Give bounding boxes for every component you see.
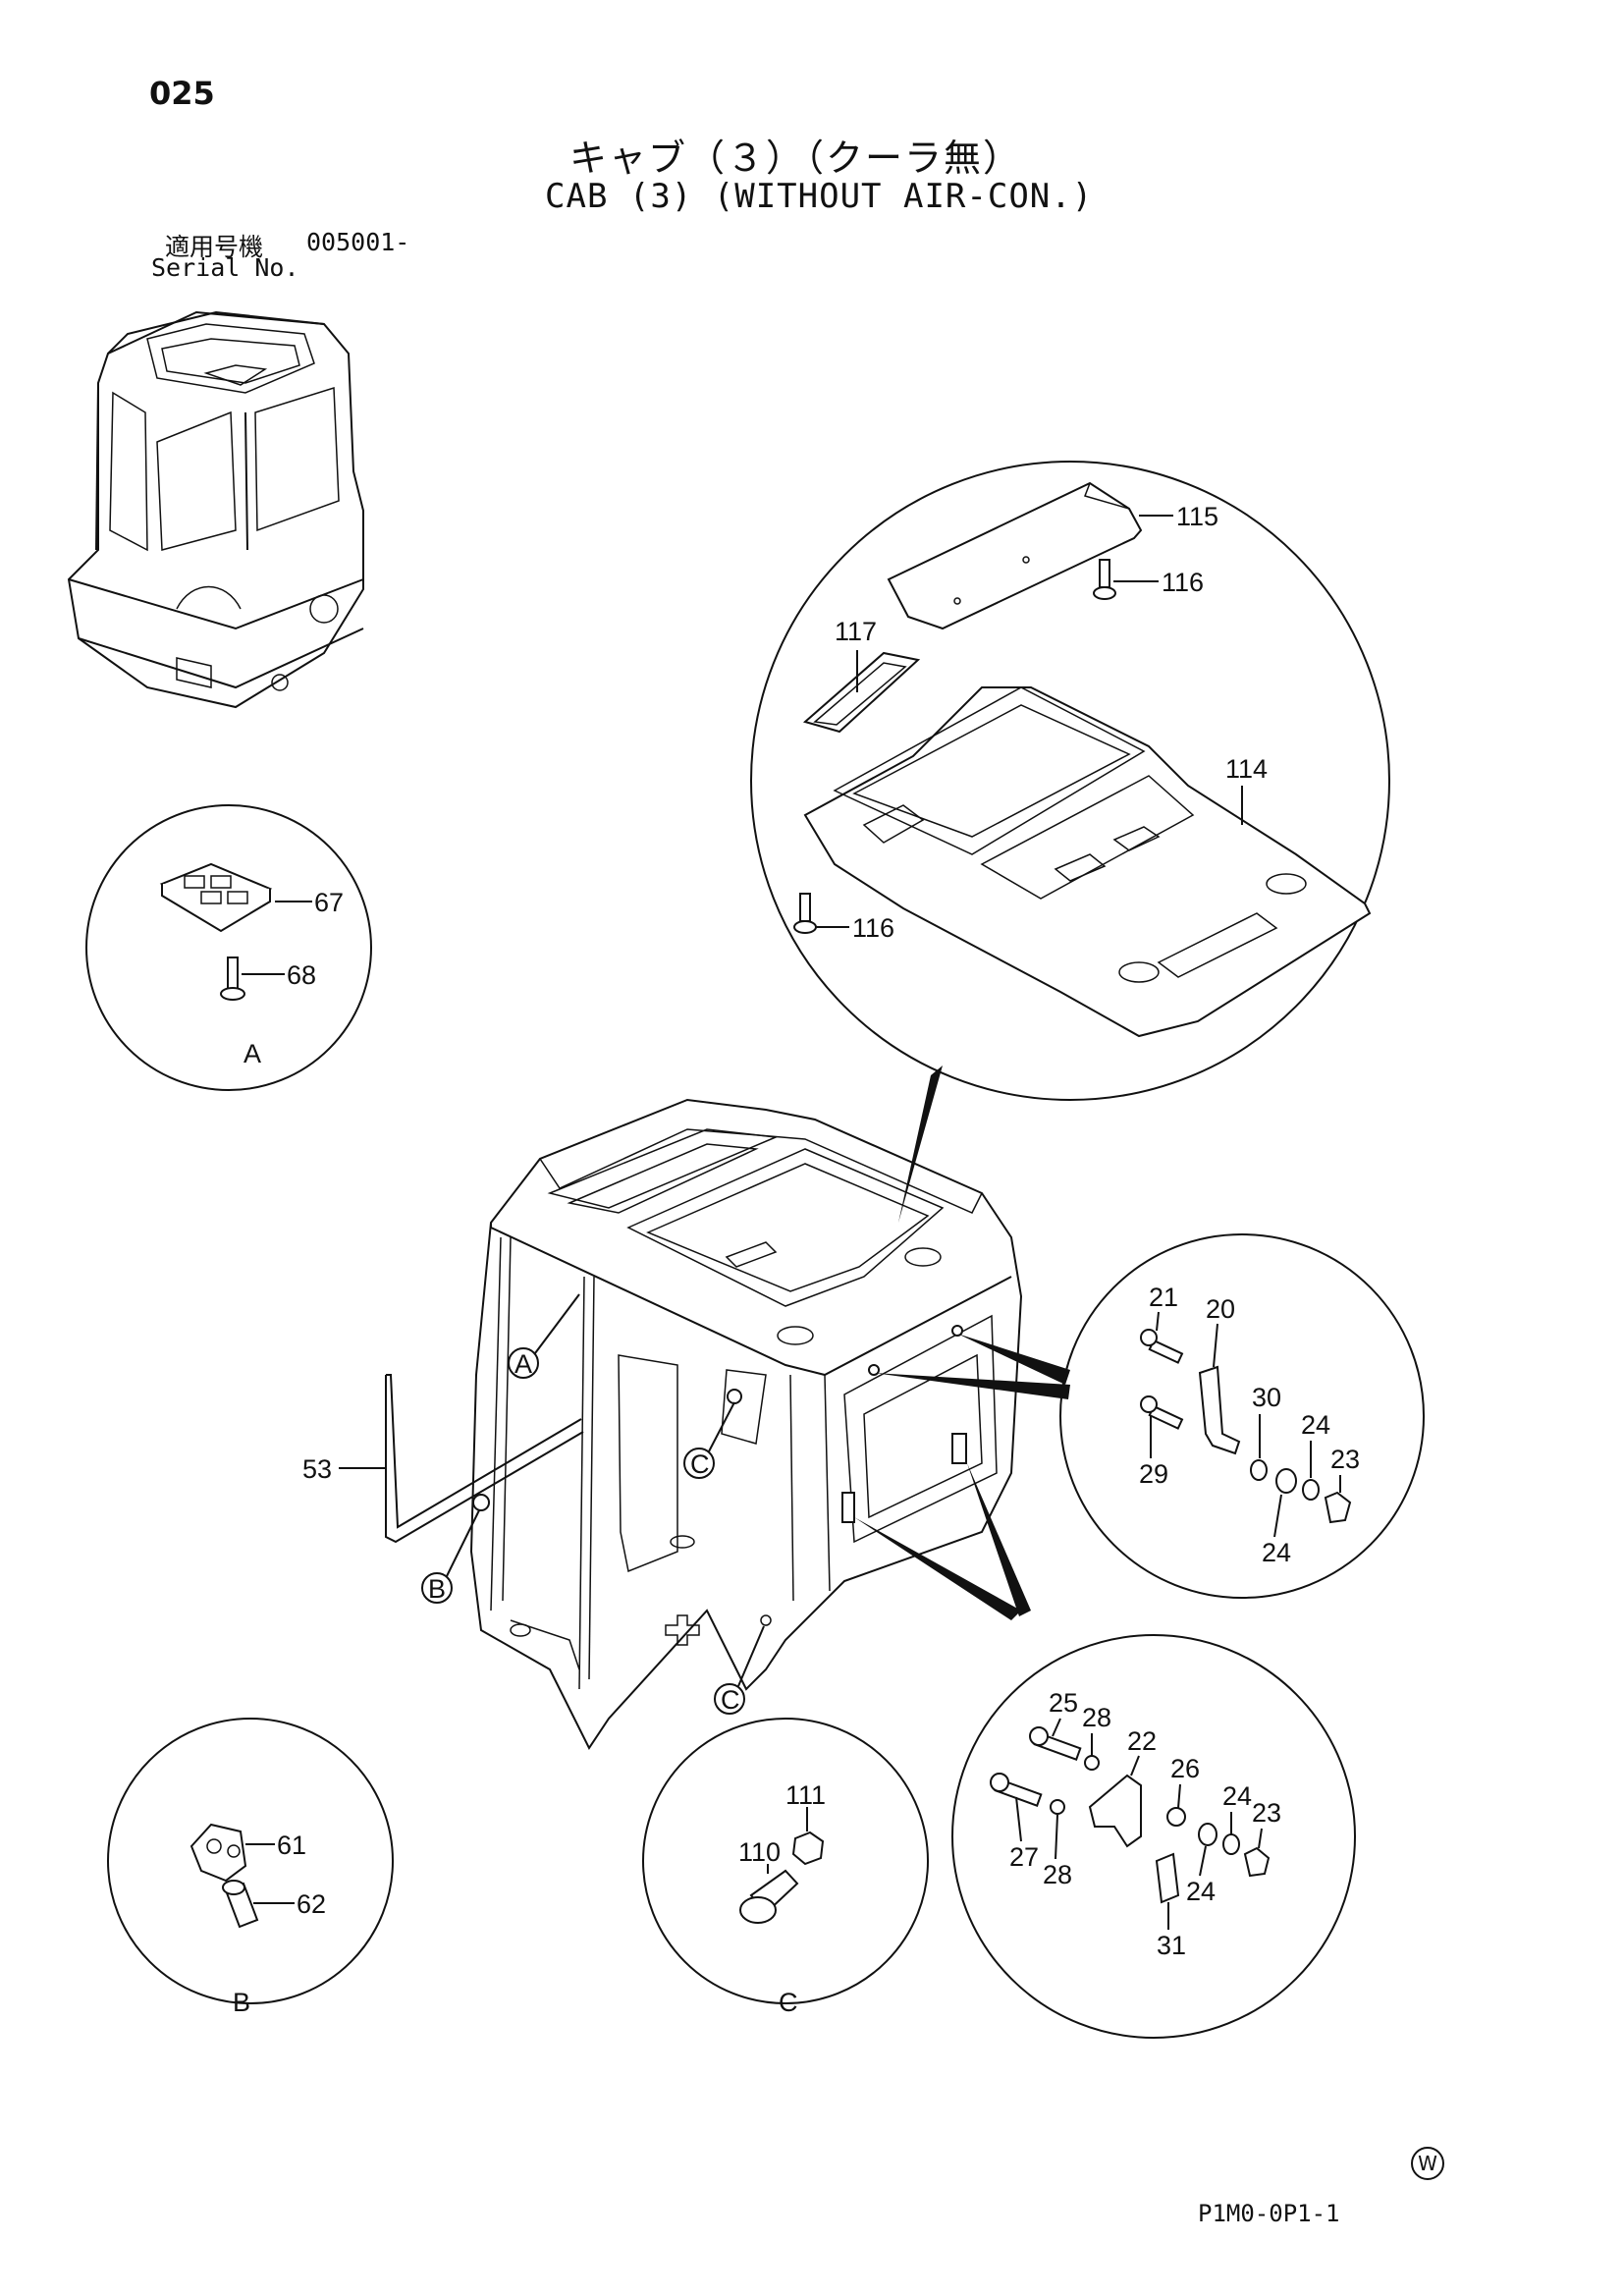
page-title-japanese: キャブ（３）（クーラ無） (569, 137, 1023, 180)
roof-pointer (898, 1066, 943, 1223)
serial-number-value: 005001- (306, 228, 410, 256)
detail-label-c: C (779, 1988, 798, 2017)
main-cab-illustration: 53 A C B C (302, 1098, 1023, 1750)
w-mark-symbol: W (1411, 2147, 1444, 2180)
callout-30: 30 (1252, 1383, 1281, 1412)
callout-26: 26 (1170, 1754, 1200, 1783)
callout-24-upper: 24 (1222, 1781, 1252, 1811)
callout-114: 114 (1225, 754, 1268, 784)
callout-31: 31 (1157, 1931, 1186, 1960)
serial-label-english: Serial No. (151, 253, 299, 282)
pointer-upper-1 (874, 1373, 1070, 1399)
callout-53: 53 (302, 1454, 332, 1484)
callout-110: 110 (738, 1837, 781, 1867)
callout-61: 61 (277, 1831, 306, 1860)
page-title-english: CAB (3) (WITHOUT AIR-CON.) (545, 177, 1094, 216)
callout-62: 62 (297, 1889, 326, 1919)
callout-67: 67 (314, 888, 344, 917)
detail-label-b: B (233, 1988, 250, 2017)
callout-117: 117 (835, 617, 877, 646)
marker-b: B (428, 1574, 446, 1604)
detail-circle-a: 67 68 A (85, 804, 372, 1091)
detail-circle-lower-right: 25 28 22 26 24 23 27 28 24 31 (951, 1634, 1356, 2039)
page-number: 025 (149, 75, 215, 112)
detail-circle-b: 61 62 B (107, 1718, 394, 2017)
roof-detail-circle: 115 116 117 114 116 (750, 461, 1390, 1101)
callout-25: 25 (1049, 1688, 1078, 1718)
callout-24-lower: 24 (1186, 1877, 1216, 1906)
callout-29: 29 (1139, 1459, 1168, 1489)
callout-28-top: 28 (1082, 1703, 1111, 1732)
document-code: P1M0-0P1-1 (1198, 2200, 1340, 2227)
callout-20: 20 (1206, 1294, 1235, 1324)
pointer-lower-1 (854, 1517, 1021, 1620)
pointer-lower-2 (967, 1463, 1031, 1616)
detail-circle-c: 111 110 C (642, 1718, 929, 2017)
detail-label-a: A (243, 1039, 261, 1068)
callout-68: 68 (287, 960, 316, 990)
callout-21: 21 (1149, 1283, 1178, 1312)
marker-c-lower: C (721, 1685, 740, 1715)
marker-a: A (514, 1349, 532, 1379)
detail-circle-upper-right: 21 20 30 24 23 29 24 (1059, 1233, 1425, 1599)
callout-27: 27 (1009, 1842, 1039, 1872)
callout-22: 22 (1127, 1726, 1157, 1756)
serial-label-japanese: 適用号機 (165, 233, 264, 261)
callout-116-bottom: 116 (852, 913, 894, 943)
marker-c-upper: C (690, 1449, 710, 1479)
callout-111: 111 (785, 1780, 826, 1810)
callout-23-lower: 23 (1252, 1798, 1281, 1828)
callout-28-bottom: 28 (1043, 1860, 1072, 1889)
overview-cab-illustration (67, 310, 364, 709)
callout-24-top: 24 (1301, 1410, 1330, 1440)
pointer-upper-2 (957, 1334, 1070, 1385)
callout-23-top: 23 (1330, 1445, 1360, 1474)
callout-24-bottom: 24 (1262, 1538, 1291, 1567)
callout-115: 115 (1176, 502, 1218, 531)
callout-116-top: 116 (1162, 568, 1204, 597)
